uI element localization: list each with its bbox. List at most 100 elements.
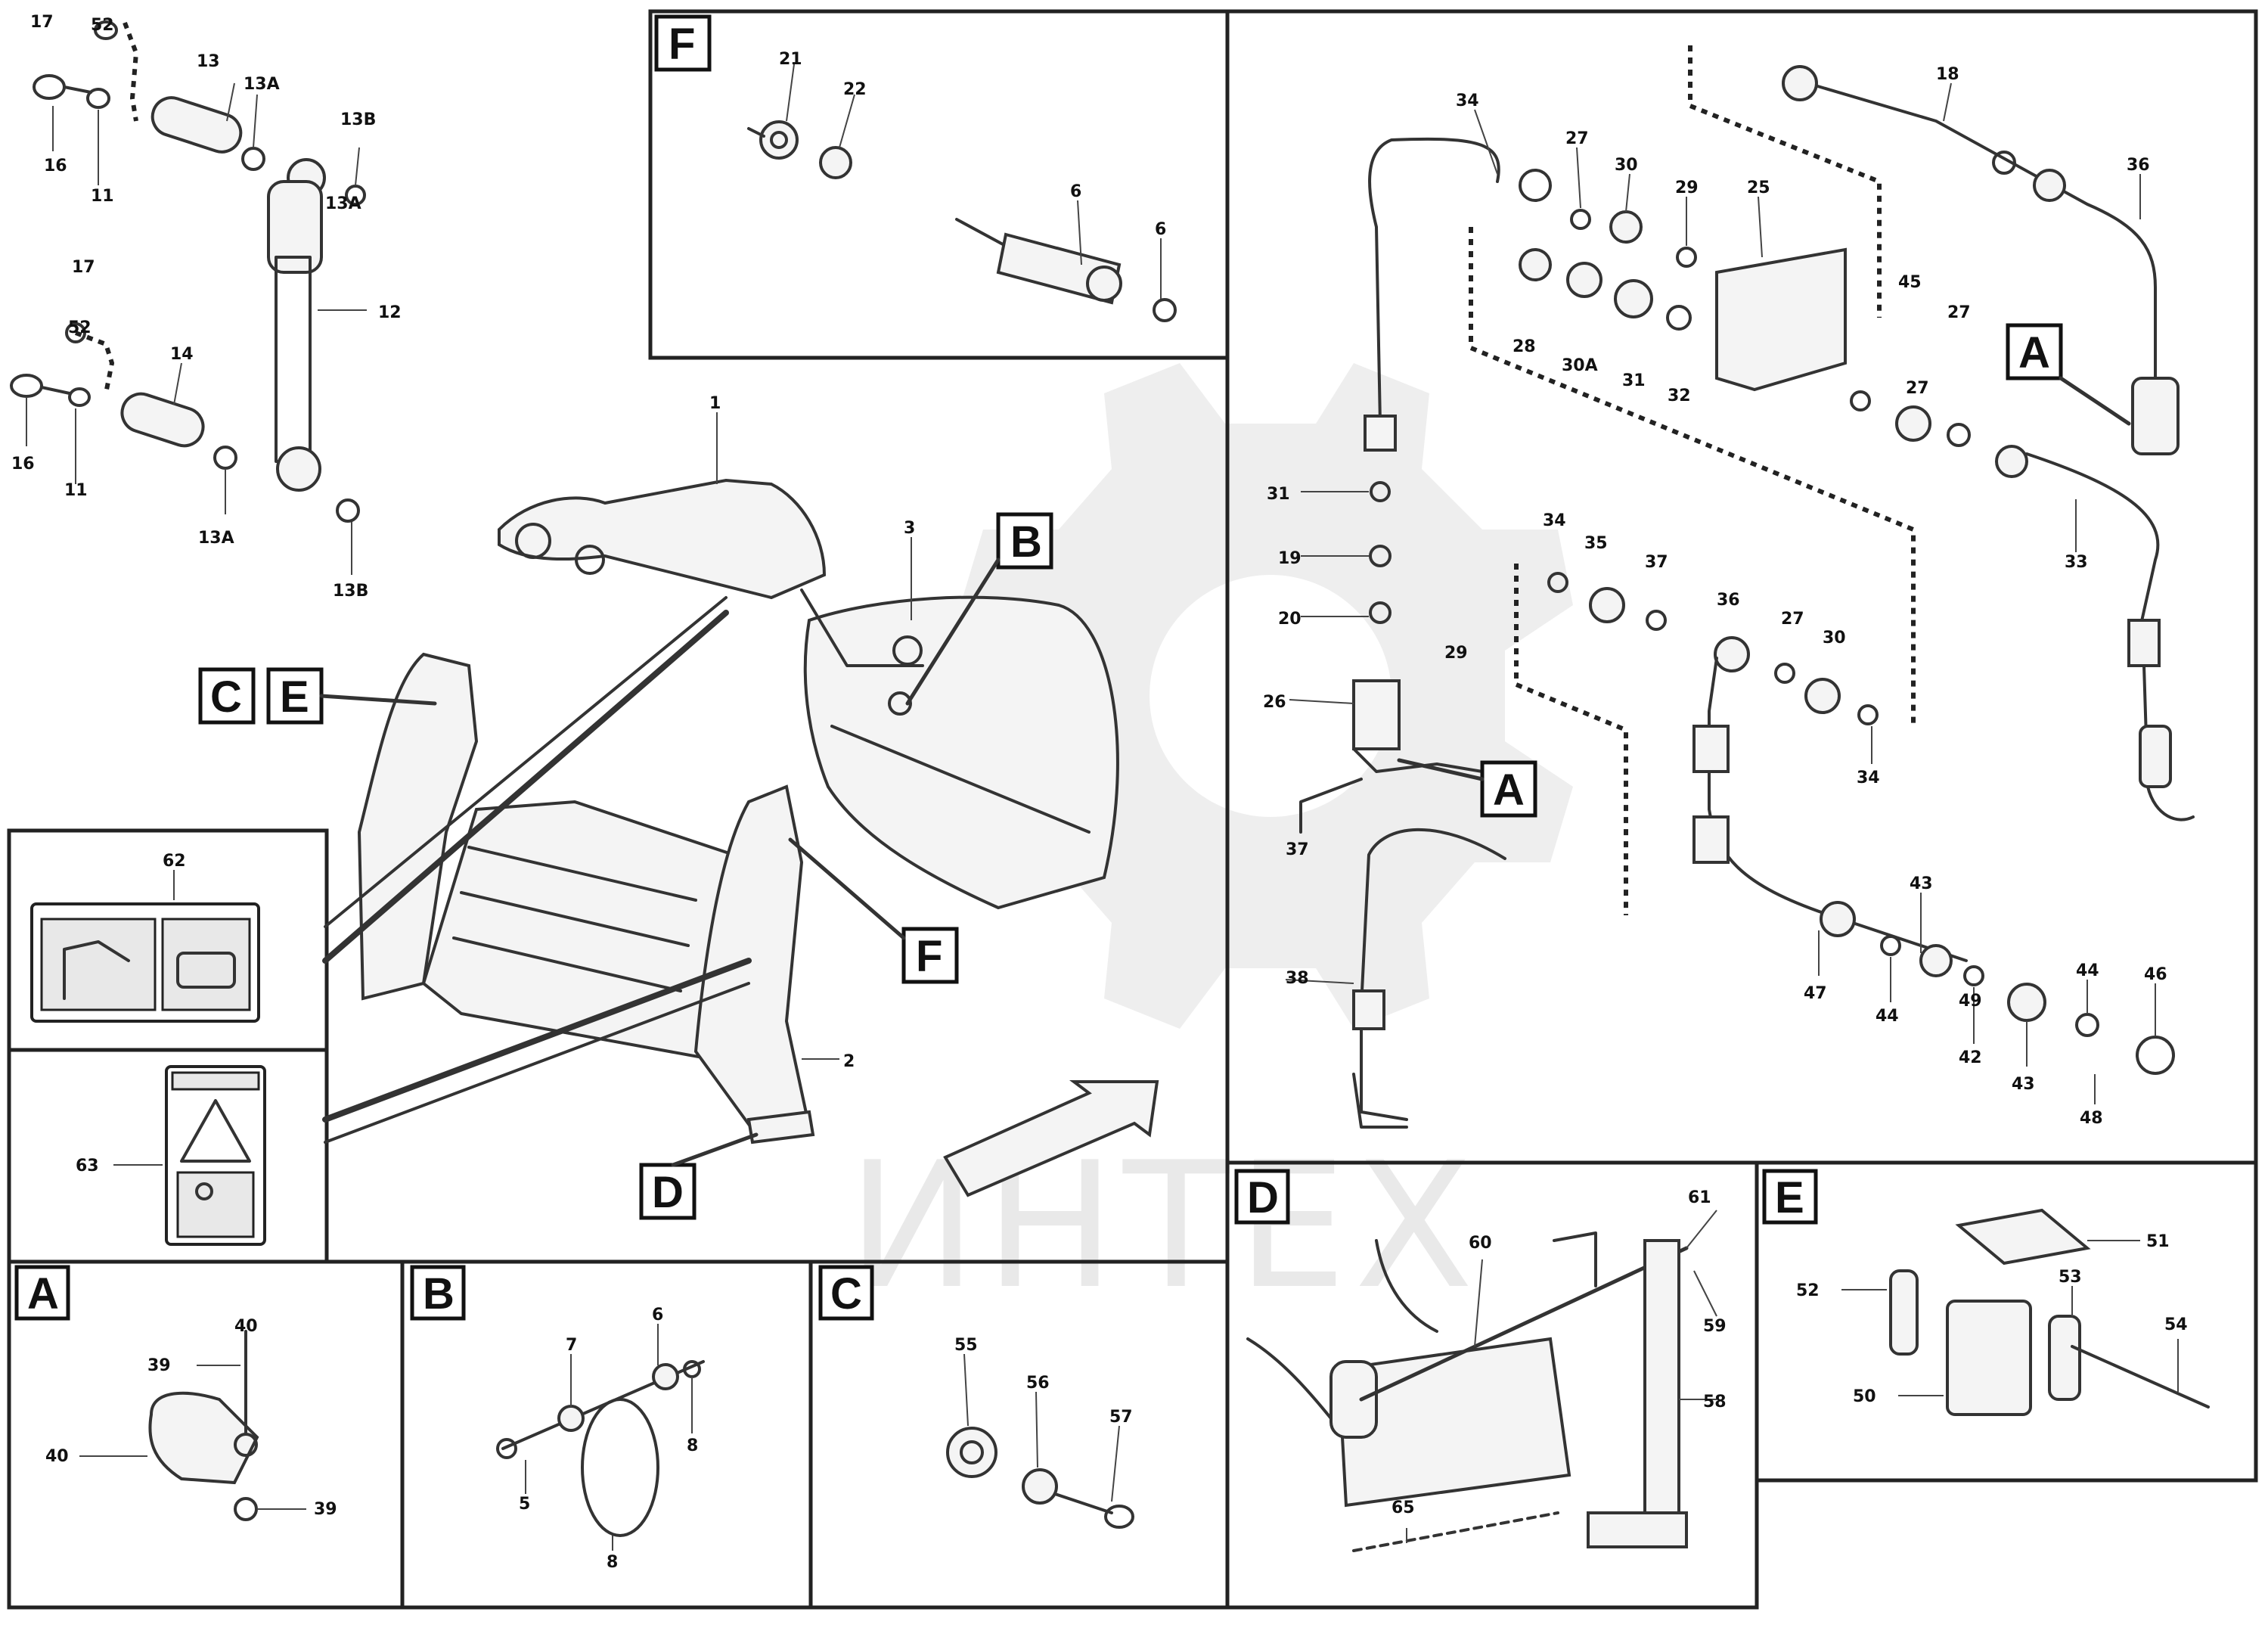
panel-e-frame bbox=[1755, 1160, 2258, 1483]
valve-block-18 bbox=[1715, 247, 1847, 392]
hydraulic-panel: A A bbox=[1285, 45, 2195, 1129]
view-label-ce-c: C bbox=[210, 672, 242, 722]
view-label-b-panel-box bbox=[410, 1265, 466, 1321]
callout-r-29a: 29 bbox=[1675, 179, 1699, 197]
view-label-b-box bbox=[996, 512, 1053, 570]
leader-to-decal-63-b bbox=[324, 982, 750, 1144]
view-label-d-box bbox=[1234, 1169, 1290, 1225]
view-label-a-lower-box bbox=[1480, 760, 1537, 818]
warning-triangle-icon bbox=[180, 1099, 251, 1163]
callout-a-40a: 40 bbox=[45, 1447, 69, 1466]
callout-r-30c: 30 bbox=[1823, 629, 1846, 648]
callout-d-59: 59 bbox=[1703, 1317, 1727, 1336]
callout-b-8a: 8 bbox=[687, 1436, 698, 1455]
callout-13a-bottom: 13A bbox=[198, 529, 234, 548]
callout-r-18: 18 bbox=[1936, 65, 1959, 84]
view-label-a-upper-box bbox=[2006, 323, 2063, 380]
callout-52: 52 bbox=[91, 16, 114, 35]
callout-r-27c: 27 bbox=[1906, 379, 1929, 398]
callout-r-27d: 27 bbox=[1781, 610, 1804, 629]
view-label-c-box bbox=[818, 1265, 874, 1321]
callout-b-5: 5 bbox=[519, 1495, 530, 1514]
lift-arrow-icon bbox=[63, 940, 130, 1000]
decal-63-header bbox=[171, 1071, 260, 1091]
decal-62-panel: 62 bbox=[30, 852, 260, 1023]
callout-c-55: 55 bbox=[954, 1336, 978, 1355]
callout-r-36b: 36 bbox=[1717, 591, 1740, 610]
callout-11-lower: 11 bbox=[64, 481, 88, 500]
view-label-f: F bbox=[669, 20, 695, 69]
callout-17: 17 bbox=[30, 13, 54, 32]
view-label-f-main: F bbox=[916, 932, 942, 981]
callout-d-58: 58 bbox=[1703, 1393, 1727, 1412]
callout-r-19: 19 bbox=[1278, 549, 1302, 568]
leader-to-decal-62-b bbox=[324, 596, 728, 928]
callout-c-56: 56 bbox=[1026, 1374, 1050, 1393]
callout-f-21: 21 bbox=[779, 50, 802, 69]
callout-16: 16 bbox=[44, 157, 67, 175]
view-label-e: E bbox=[1775, 1173, 1804, 1222]
view-label-d-main-box bbox=[639, 1163, 697, 1220]
callout-r-30a: 30 bbox=[1615, 156, 1638, 175]
callout-e-54: 54 bbox=[2164, 1315, 2188, 1334]
panel-b: B 6 7 8 5 8 bbox=[410, 1265, 705, 1572]
callout-a-39b: 39 bbox=[314, 1500, 337, 1519]
dashed-group-mid bbox=[1469, 227, 1916, 726]
callout-d-65: 65 bbox=[1392, 1498, 1415, 1517]
callout-r-31b: 31 bbox=[1267, 485, 1290, 504]
callout-r-20: 20 bbox=[1278, 610, 1302, 629]
leader-to-decal-63 bbox=[322, 958, 752, 1123]
panel-d: D 61 60 59 58 65 bbox=[1234, 1169, 1727, 1552]
callout-r-26a: 26 bbox=[1263, 693, 1286, 712]
callout-63: 63 bbox=[76, 1157, 99, 1175]
callout-d-61: 61 bbox=[1688, 1188, 1711, 1207]
callout-13b-bottom: 13B bbox=[333, 582, 368, 601]
bucket-icon bbox=[176, 952, 236, 989]
view-label-b-panel: B bbox=[423, 1269, 455, 1318]
callout-r-28a: 28 bbox=[1513, 337, 1536, 356]
callout-r-31a: 31 bbox=[1622, 371, 1646, 390]
panel-e: E 51 52 53 54 50 bbox=[1762, 1169, 2210, 1416]
panel-frames bbox=[7, 9, 2258, 1610]
callout-r-37b: 37 bbox=[1645, 553, 1668, 572]
callout-b-8b: 8 bbox=[607, 1553, 618, 1572]
callout-1: 1 bbox=[709, 394, 721, 413]
callout-d-60: 60 bbox=[1469, 1234, 1492, 1253]
callout-e-50: 50 bbox=[1853, 1387, 1876, 1406]
callout-e-51: 51 bbox=[2146, 1232, 2170, 1251]
callout-2: 2 bbox=[843, 1052, 855, 1071]
callout-f-6a: 6 bbox=[1070, 182, 1081, 201]
callout-c-57: 57 bbox=[1109, 1408, 1133, 1427]
decal-62-icon-right bbox=[161, 918, 251, 1011]
callout-r-37a: 37 bbox=[1286, 840, 1309, 859]
view-label-f-box bbox=[654, 14, 712, 72]
decal-62-icon-left bbox=[40, 918, 157, 1011]
callout-r-43a: 43 bbox=[1910, 874, 1933, 893]
view-label-d-main: D bbox=[652, 1168, 684, 1217]
callout-r-44b: 44 bbox=[2076, 961, 2099, 980]
callout-r-46: 46 bbox=[2144, 965, 2167, 984]
watermark-text: ИНТЕХ bbox=[847, 1126, 1481, 1328]
view-label-b: B bbox=[1010, 517, 1042, 567]
callout-r-27a: 27 bbox=[1565, 129, 1589, 148]
view-label-d: D bbox=[1247, 1173, 1279, 1222]
watermark-logo: ИНТЕХ bbox=[847, 363, 1573, 1328]
view-label-e-box bbox=[1762, 1169, 1818, 1225]
panel-f: F 21 22 6 6 bbox=[654, 14, 1177, 322]
callout-r-25: 25 bbox=[1747, 179, 1770, 197]
callout-14: 14 bbox=[170, 345, 194, 364]
forward-direction-arrow bbox=[943, 1080, 1159, 1197]
view-label-a-upper: A bbox=[2018, 328, 2050, 377]
callout-13b: 13B bbox=[340, 110, 376, 129]
callout-13: 13 bbox=[197, 52, 220, 71]
view-label-ce-e-box bbox=[266, 667, 324, 725]
callout-13a-lower: 13A bbox=[325, 194, 361, 213]
callout-r-27b: 27 bbox=[1947, 303, 1971, 322]
callout-r-36a: 36 bbox=[2127, 156, 2150, 175]
callout-e-53: 53 bbox=[2059, 1268, 2082, 1287]
view-label-a-lower: A bbox=[1493, 766, 1525, 815]
callout-r-48: 48 bbox=[2080, 1109, 2103, 1128]
view-label-f-main-box bbox=[901, 927, 959, 984]
person-icon bbox=[195, 1182, 213, 1200]
callout-r-33: 33 bbox=[2065, 553, 2088, 572]
